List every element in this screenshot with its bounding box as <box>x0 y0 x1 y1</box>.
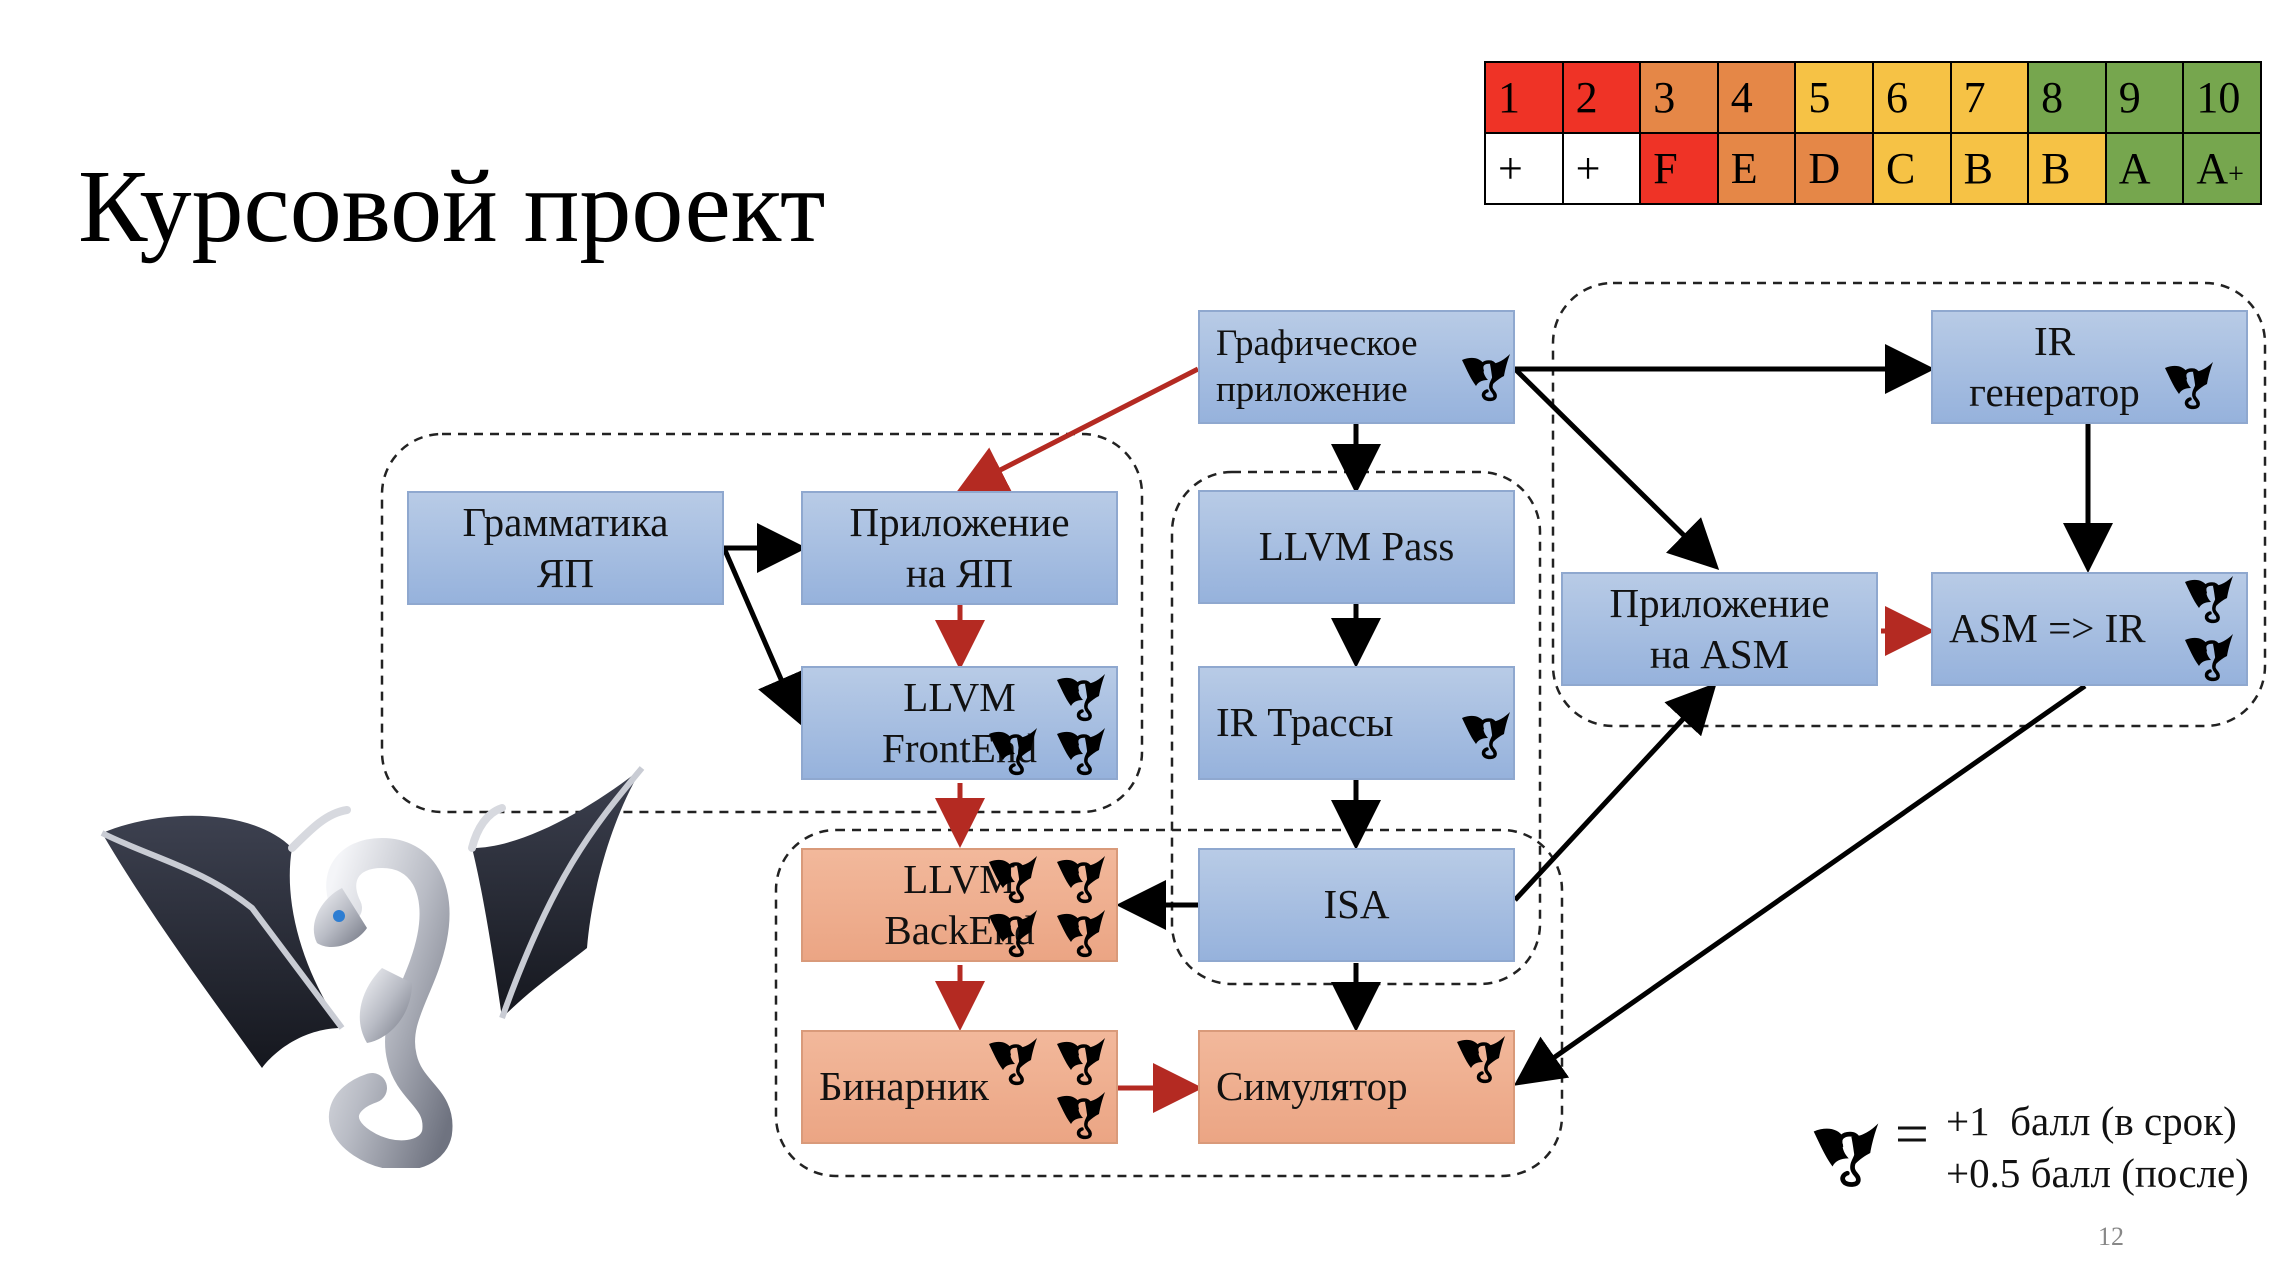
node-llvm-pass: LLVM Pass <box>1198 490 1515 604</box>
grade-letter-cell: D <box>1794 132 1874 205</box>
node-graphic-app: Графическое приложение <box>1198 310 1515 424</box>
grade-letter-cell: C <box>1871 132 1952 205</box>
grade-letter-cell: A <box>2104 132 2185 205</box>
dragon-icon <box>987 908 1039 958</box>
dragon-icon <box>1055 1036 1107 1086</box>
grade-number-cell: 7 <box>1949 61 2030 134</box>
node-app-asm: Приложение на ASM <box>1561 572 1878 686</box>
node-backend: LLVM BackEnd <box>801 848 1118 962</box>
node-app-lang: Приложение на ЯП <box>801 491 1118 605</box>
grade-letter-cell: + <box>1561 132 1642 205</box>
node-simulator-label: Симулятор <box>1216 1063 1408 1110</box>
grade-number-cell: 8 <box>2027 61 2107 134</box>
arrow-isa-to-app-asm <box>1513 682 1717 902</box>
dragon-icon <box>1460 352 1512 402</box>
dragon-icon <box>1055 854 1107 904</box>
dragon-icon <box>987 726 1039 776</box>
grade-number-cell: 5 <box>1794 61 1874 134</box>
node-isa-label: ISA <box>1323 881 1390 928</box>
arrow-graphic-to-app-asm <box>1513 367 1720 571</box>
node-grammar-label: Грамматика ЯП <box>462 498 669 596</box>
dragon-icon <box>1055 1090 1107 1140</box>
node-binary-label: Бинарник <box>819 1063 989 1110</box>
node-binary: Бинарник <box>801 1030 1118 1144</box>
node-llvm-pass-label: LLVM Pass <box>1258 523 1455 570</box>
grade-letter: B <box>1963 144 1993 193</box>
page-number: 12 <box>2098 1222 2124 1251</box>
legend-equals: = <box>1895 1101 1929 1167</box>
node-ir-generator-label: IR генератор <box>1969 317 2140 415</box>
arrow-graphic-to-app-lang <box>956 366 1200 493</box>
node-app-asm-label: Приложение на ASM <box>1609 579 1830 677</box>
grade-number-cell: 10 <box>2182 61 2262 134</box>
slide-title: Курсовой проект <box>78 149 826 264</box>
grade-number-cell: 4 <box>1716 61 1797 134</box>
grade-letter: A <box>2118 144 2151 193</box>
dragon-icon <box>2183 574 2235 624</box>
node-frontend: LLVM FrontEnd <box>801 666 1118 780</box>
arrow-grammar-to-frontend <box>721 547 804 726</box>
group-backend <box>774 828 1564 1178</box>
group-asm <box>1551 281 2267 728</box>
grade-letter-cell: F <box>1639 132 1719 205</box>
grade-letter-cell: B <box>1949 132 2030 205</box>
group-frontend <box>380 432 1144 814</box>
grade-letter: + <box>1575 144 1601 193</box>
grade-number-cell: 2 <box>1561 61 1642 134</box>
node-isa: ISA <box>1198 848 1515 962</box>
grade-letter-suffix: + <box>2228 159 2244 190</box>
legend-text: +1 балл (в срок) +0.5 балл (после) <box>1946 1098 2249 1197</box>
dragon-icon <box>987 1036 1039 1086</box>
grade-letter-cell: + <box>1484 132 1564 205</box>
grade-number-cell: 3 <box>1639 61 1719 134</box>
node-app-lang-label: Приложение на ЯП <box>849 498 1070 596</box>
grade-letter: E <box>1730 144 1758 193</box>
grade-letter-cell: A+ <box>2182 132 2262 205</box>
node-graphic-app-label: Графическое приложение <box>1216 322 1418 410</box>
node-ir-traces: IR Трассы <box>1198 666 1515 780</box>
grade-letter-cell: B <box>2027 132 2107 205</box>
grade-letter: C <box>1885 144 1916 193</box>
dragon-icon <box>1460 710 1512 760</box>
grade-letter-cell: E <box>1716 132 1797 205</box>
arrow-asm-ir-to-simulator <box>1513 683 2087 1086</box>
grade-letter: F <box>1653 144 1678 193</box>
dragon-icon <box>1055 672 1107 722</box>
node-asm-ir-label: ASM => IR <box>1949 605 2146 652</box>
grade-number-cell: 9 <box>2104 61 2185 134</box>
node-ir-traces-label: IR Трассы <box>1216 699 1394 746</box>
grade-letter: + <box>1498 144 1523 193</box>
dragon-icon <box>1055 726 1107 776</box>
llvm-dragon-logo <box>100 766 645 1168</box>
node-ir-generator: IR генератор <box>1931 310 2248 424</box>
legend-dragon-icon <box>1806 1118 1886 1188</box>
dragon-icon <box>987 854 1039 904</box>
dragon-icon <box>1455 1034 1507 1084</box>
dragon-icon <box>1055 908 1107 958</box>
grade-letter: A <box>2196 144 2229 193</box>
grade-number-cell: 1 <box>1484 61 1564 134</box>
node-frontend-label: LLVM FrontEnd <box>882 673 1037 771</box>
grade-letter: D <box>1808 144 1841 193</box>
dragon-icon <box>2183 632 2235 682</box>
node-grammar: Грамматика ЯП <box>407 491 724 605</box>
grade-letter: B <box>2041 144 2071 193</box>
grade-number-cell: 6 <box>1871 61 1952 134</box>
node-simulator: Симулятор <box>1198 1030 1515 1144</box>
node-asm-ir: ASM => IR <box>1931 572 2248 686</box>
dragon-icon <box>2163 360 2215 410</box>
